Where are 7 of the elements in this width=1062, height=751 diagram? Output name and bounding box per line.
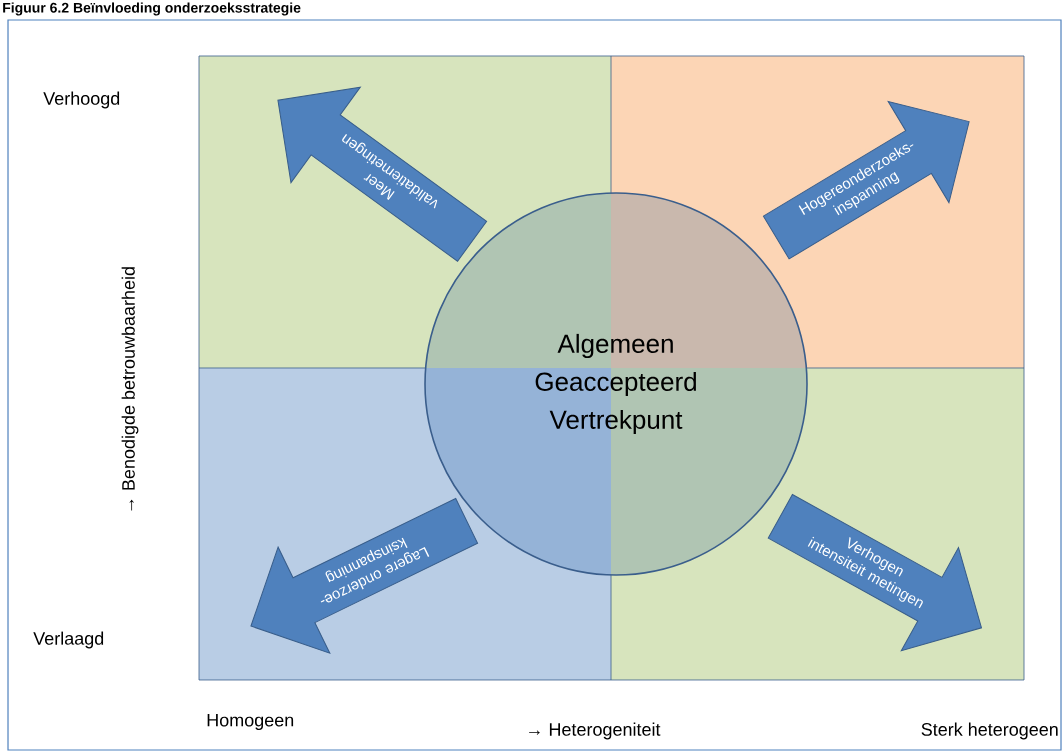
axis-label: Verlaagd bbox=[33, 631, 104, 649]
axis-label: Sterk heterogeen bbox=[921, 722, 1058, 740]
figure-title: Figuur 6.2 Beïnvloeding onderzoeksstrategie bbox=[3, 2, 301, 16]
axis-label: Homogeen bbox=[207, 713, 294, 731]
axis-label: Verhoogd bbox=[43, 91, 120, 109]
axis-label: → Heterogeniteit bbox=[529, 722, 661, 740]
axis-label: → Benodigde betrouwbaarheid bbox=[121, 267, 139, 511]
